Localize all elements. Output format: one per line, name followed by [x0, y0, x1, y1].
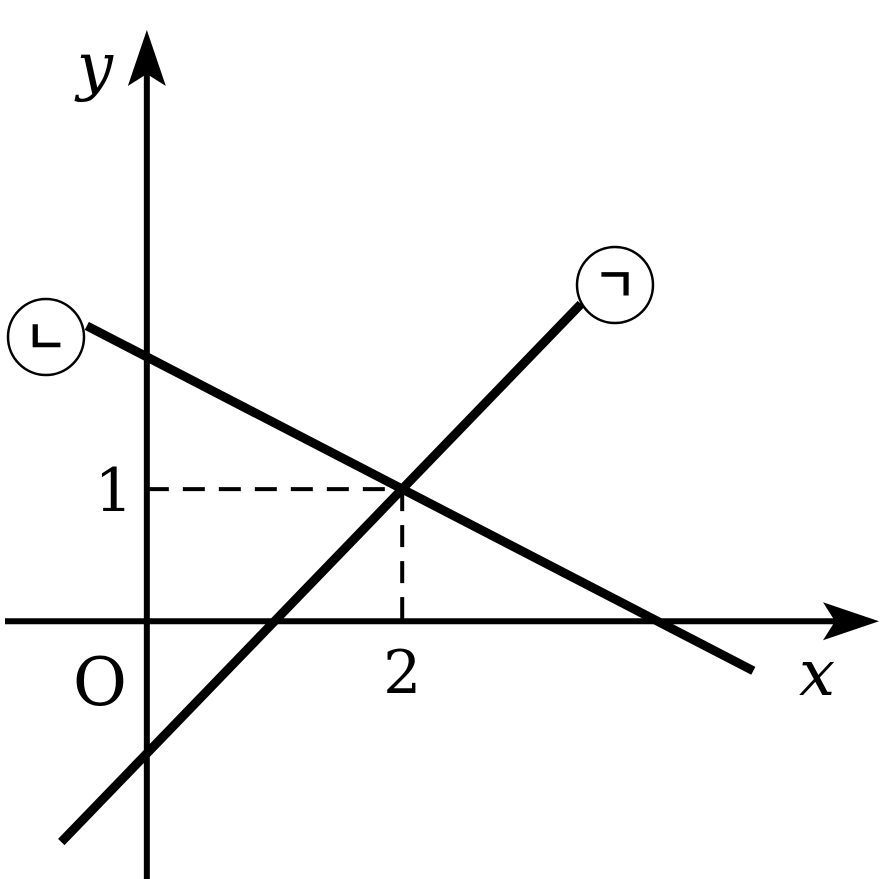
y-axis-label: y [74, 30, 114, 104]
x-tick-label: 2 [383, 638, 421, 708]
series-marker-circle-1 [575, 245, 655, 325]
series-marker-circle-2 [6, 297, 86, 377]
x-axis-arrow-icon [823, 602, 879, 641]
series-marker-label-2: ㄴ [25, 310, 67, 364]
series-line-1 [58, 300, 585, 846]
origin-label: O [73, 644, 127, 721]
series-line-2 [84, 321, 756, 675]
y-tick-label: 1 [95, 456, 133, 526]
axes [5, 30, 879, 879]
series-marker-label-1: ㄱ [594, 258, 636, 312]
function-lines [58, 300, 756, 846]
x-axis-label: x [799, 637, 835, 711]
guide-lines [146, 487, 405, 622]
y-axis-arrow-icon [127, 30, 166, 86]
